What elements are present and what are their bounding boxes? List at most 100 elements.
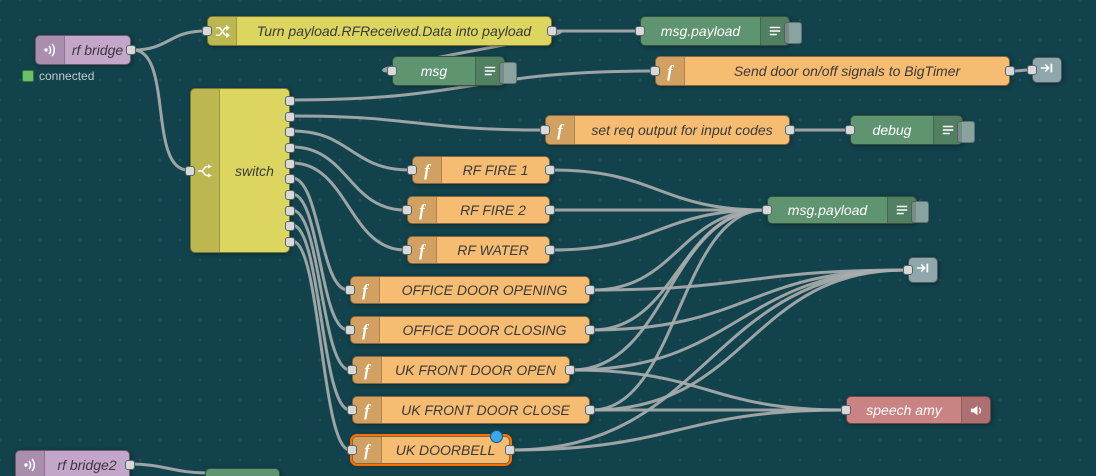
- function-icon: f: [408, 197, 437, 223]
- input-port[interactable]: [540, 125, 550, 135]
- wire[interactable]: [290, 176, 350, 292]
- node-rf-bridge2[interactable]: rf bridge2: [15, 450, 135, 476]
- input-port[interactable]: [402, 245, 412, 255]
- node-link-out-2[interactable]: [903, 257, 938, 283]
- input-port[interactable]: [185, 165, 195, 176]
- node-function-office-door-closing[interactable]: f OFFICE DOOR CLOSING: [345, 316, 595, 344]
- node-function-office-door-opening[interactable]: f OFFICE DOOR OPENING: [345, 276, 595, 304]
- wire[interactable]: [590, 208, 767, 292]
- wire[interactable]: [570, 368, 846, 412]
- wire[interactable]: [590, 268, 908, 292]
- node-label: switch: [235, 162, 274, 179]
- output-port-2[interactable]: [285, 112, 295, 122]
- wire[interactable]: [290, 223, 352, 412]
- node-debug-msg-payload-top[interactable]: msg.payload: [635, 16, 802, 46]
- output-port-9[interactable]: [285, 221, 295, 231]
- input-port[interactable]: [762, 205, 772, 215]
- output-port[interactable]: [545, 245, 555, 255]
- wire[interactable]: [290, 114, 545, 132]
- output-port[interactable]: [125, 460, 135, 470]
- input-port[interactable]: [345, 285, 355, 295]
- input-port[interactable]: [387, 66, 397, 76]
- wire[interactable]: [290, 192, 350, 332]
- node-debug[interactable]: debug: [845, 115, 975, 145]
- output-port[interactable]: [585, 405, 595, 415]
- wire[interactable]: [510, 408, 846, 452]
- input-port[interactable]: [202, 26, 212, 36]
- node-change-payload[interactable]: Turn payload.RFReceived.Data into payloa…: [202, 16, 557, 46]
- node-switch[interactable]: switch: [185, 88, 295, 253]
- output-port-7[interactable]: [285, 190, 295, 200]
- node-function-bigtimer[interactable]: f Send door on/off signals to BigTimer: [650, 56, 1015, 86]
- output-port[interactable]: [785, 125, 795, 135]
- wire[interactable]: [290, 161, 407, 252]
- output-port-6[interactable]: [285, 174, 295, 184]
- output-port[interactable]: [545, 205, 555, 215]
- input-port[interactable]: [347, 445, 357, 455]
- wire[interactable]: [382, 29, 562, 73]
- debug-toggle-button[interactable]: [784, 22, 802, 44]
- output-port[interactable]: [547, 26, 557, 36]
- output-port[interactable]: [585, 285, 595, 295]
- input-port[interactable]: [841, 405, 851, 415]
- input-port[interactable]: [347, 365, 357, 375]
- input-port[interactable]: [345, 325, 355, 335]
- partial-node[interactable]: [205, 468, 280, 476]
- node-function-uk-front-door-close[interactable]: f UK FRONT DOOR CLOSE: [347, 396, 595, 424]
- function-icon: f: [353, 357, 382, 383]
- node-function-uk-front-door-open[interactable]: f UK FRONT DOOR OPEN: [347, 356, 575, 384]
- input-port[interactable]: [903, 265, 913, 275]
- output-port[interactable]: [565, 365, 575, 375]
- input-port[interactable]: [402, 205, 412, 215]
- wire[interactable]: [290, 129, 412, 172]
- output-port-1[interactable]: [285, 96, 295, 106]
- input-port[interactable]: [650, 66, 660, 76]
- wire[interactable]: [550, 168, 767, 212]
- node-link-out-1[interactable]: [1027, 57, 1062, 83]
- wire[interactable]: [590, 208, 767, 412]
- output-port-8[interactable]: [285, 206, 295, 216]
- node-function-rf-water[interactable]: f RF WATER: [402, 236, 555, 264]
- node-function-rf-fire-2[interactable]: f RF FIRE 2: [402, 196, 555, 224]
- output-port-4[interactable]: [285, 143, 295, 153]
- output-port-5[interactable]: [285, 159, 295, 169]
- node-label: msg: [420, 63, 448, 79]
- wire[interactable]: [290, 239, 352, 452]
- node-debug-msg[interactable]: msg: [387, 56, 517, 86]
- input-port[interactable]: [347, 405, 357, 415]
- output-port[interactable]: [126, 45, 136, 55]
- wire[interactable]: [570, 208, 767, 372]
- node-speech-amy[interactable]: speech amy: [841, 396, 991, 424]
- node-label: msg.payload: [787, 202, 868, 218]
- input-port[interactable]: [635, 26, 645, 36]
- wire[interactable]: [131, 48, 190, 172]
- input-port[interactable]: [845, 125, 855, 135]
- node-rf-bridge[interactable]: rf bridge: [35, 35, 136, 65]
- output-port[interactable]: [1005, 66, 1015, 76]
- input-port[interactable]: [407, 165, 417, 175]
- wire[interactable]: [550, 208, 767, 252]
- output-port-3[interactable]: [285, 127, 295, 137]
- node-label: UK DOORBELL: [395, 442, 496, 458]
- node-function-uk-doorbell[interactable]: f UK DOORBELL: [347, 430, 515, 464]
- debug-toggle-button[interactable]: [957, 121, 975, 143]
- wire[interactable]: [590, 268, 908, 412]
- input-port[interactable]: [1027, 65, 1037, 75]
- wire[interactable]: [131, 29, 207, 52]
- output-port[interactable]: [505, 445, 515, 455]
- output-port[interactable]: [585, 325, 595, 335]
- output-port-10[interactable]: [285, 237, 295, 247]
- wire[interactable]: [290, 145, 407, 212]
- node-function-rf-fire-1[interactable]: f RF FIRE 1: [407, 156, 555, 184]
- wire[interactable]: [130, 462, 209, 475]
- debug-toggle-button[interactable]: [499, 62, 517, 84]
- node-label: RF WATER: [457, 242, 529, 258]
- output-port[interactable]: [545, 165, 555, 175]
- wire[interactable]: [510, 268, 908, 452]
- debug-toggle-button[interactable]: [911, 201, 929, 223]
- node-status: connected: [22, 69, 94, 83]
- node-function-set-req[interactable]: f set req output for input codes: [540, 115, 795, 145]
- wire[interactable]: [290, 208, 352, 372]
- node-debug-msg-payload-mid[interactable]: msg.payload: [762, 196, 929, 224]
